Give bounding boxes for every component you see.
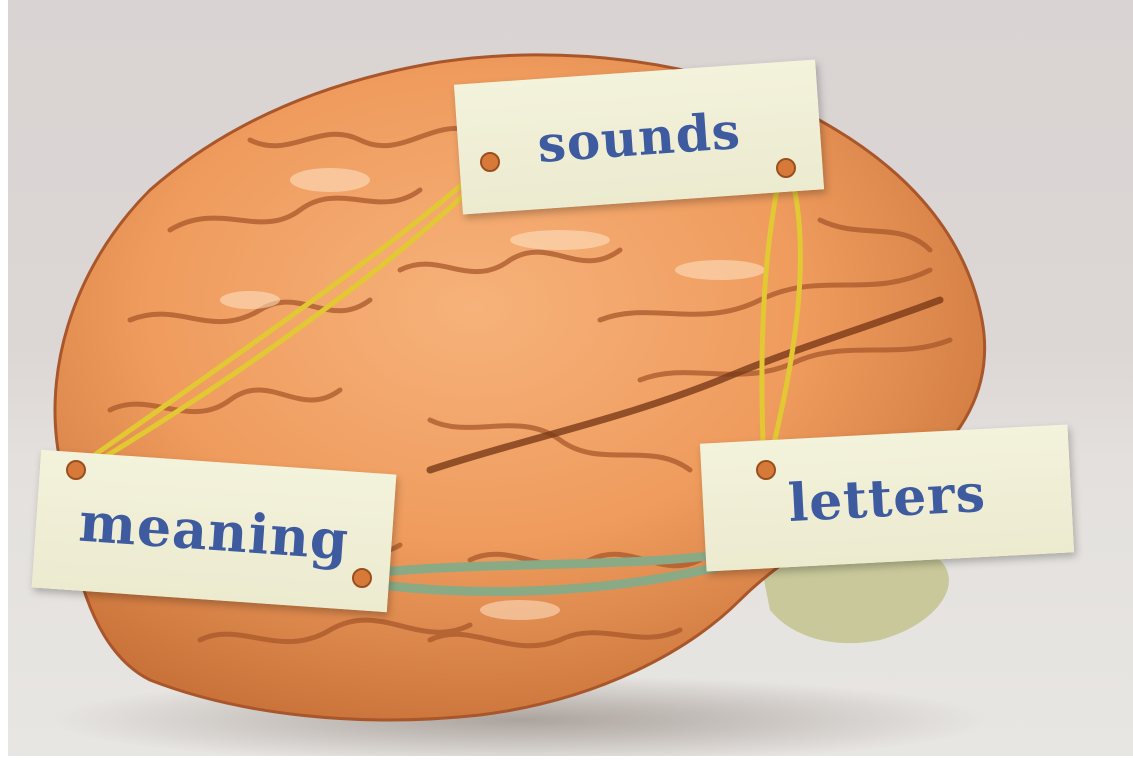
knot-letters-top: [756, 460, 776, 480]
tag-sounds: sounds: [454, 60, 824, 215]
tag-sounds-label: sounds: [536, 100, 743, 173]
tag-meaning: meaning: [32, 450, 397, 612]
frame-border-left: [0, 0, 8, 762]
tag-letters-label: letters: [787, 462, 988, 533]
knot-sounds-right: [776, 158, 796, 178]
tag-meaning-label: meaning: [77, 490, 351, 573]
tag-letters: letters: [700, 424, 1074, 571]
knot-meaning-bottom: [352, 568, 372, 588]
knot-meaning-top: [66, 460, 86, 480]
knot-sounds-left: [480, 152, 500, 172]
frame-border-bottom: [0, 756, 1133, 762]
